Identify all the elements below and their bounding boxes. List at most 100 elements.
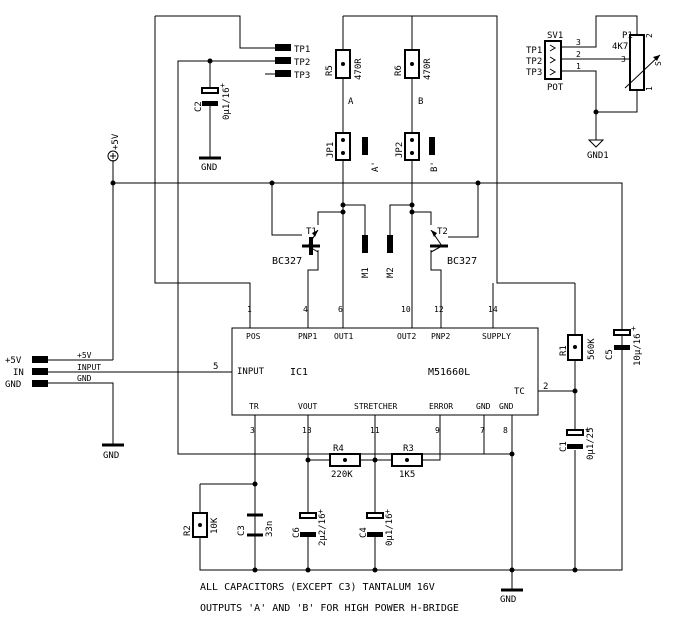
p1-pin-1: 1 bbox=[645, 86, 654, 91]
wire-label-input: INPUT bbox=[77, 363, 101, 372]
junctions bbox=[110, 58, 599, 573]
ic1-pin-tr: TR bbox=[249, 402, 259, 411]
c3-ref: C3 bbox=[237, 525, 247, 536]
r3: R3 1K5 bbox=[391, 444, 423, 480]
tp-header: TP1 TP2 TP3 bbox=[275, 44, 310, 81]
c1-plate bbox=[566, 429, 584, 436]
connector-pin-5v bbox=[32, 356, 48, 363]
ic1: IC1 M51660L INPUT 5 TC 2 POS PNP1 OUT1 O… bbox=[200, 300, 548, 435]
r4: R4 220K bbox=[329, 444, 361, 480]
junction-dot bbox=[110, 180, 116, 186]
junction-dot bbox=[340, 202, 346, 208]
junction-dot bbox=[409, 209, 415, 215]
junction-dot bbox=[572, 567, 578, 573]
supply-terminal bbox=[107, 150, 119, 162]
c5: + C5 10µ/16 bbox=[605, 324, 643, 366]
r3-ref: R3 bbox=[403, 444, 414, 454]
ic1-ref: IC1 bbox=[290, 367, 308, 378]
c5-ref: C5 bbox=[605, 349, 615, 360]
ic1-part: M51660L bbox=[428, 367, 470, 378]
junction-dot bbox=[252, 567, 258, 573]
junction-dot bbox=[509, 451, 515, 457]
c5-plus: + bbox=[631, 324, 636, 333]
ic1-pin-gnd-a: GND bbox=[476, 402, 491, 411]
gnd-label: GND bbox=[103, 451, 119, 461]
c4-plus: + bbox=[385, 507, 390, 516]
p1: P1 4K7 2 3 1 S bbox=[612, 31, 663, 91]
wire-label-gnd: GND bbox=[77, 374, 92, 383]
c1-value: 0µ1/25 bbox=[586, 427, 596, 460]
c6: + C6 2µ2/16 bbox=[292, 507, 328, 546]
jp2-body bbox=[404, 132, 420, 161]
junction-dot bbox=[572, 388, 578, 394]
connector-pin-in bbox=[32, 368, 48, 375]
ic1-pin-supply: SUPPLY bbox=[482, 332, 511, 341]
sv1-tp2-label: TP2 bbox=[526, 57, 542, 67]
supply: +5V bbox=[107, 133, 121, 162]
jp1-body bbox=[335, 132, 351, 161]
p1-body bbox=[629, 34, 645, 91]
c2-plate-neg bbox=[202, 101, 218, 106]
ic1-pin-out1: OUT1 bbox=[334, 332, 353, 341]
junction-dot bbox=[340, 209, 346, 215]
c1-plate-neg bbox=[567, 444, 583, 449]
supply-label: +5V bbox=[111, 133, 121, 150]
note-outputs: OUTPUTS 'A' AND 'B' FOR HIGH POWER H-BRI… bbox=[200, 603, 459, 614]
junction-dot bbox=[409, 202, 415, 208]
c5-plate-neg bbox=[614, 345, 630, 350]
note-capacitors: ALL CAPACITORS (EXCEPT C3) TANTALUM 16V bbox=[200, 582, 435, 593]
sv1-pin-2: 2 bbox=[576, 50, 581, 59]
junction-dot bbox=[593, 109, 599, 115]
junction-dot bbox=[372, 457, 378, 463]
r4-value: 220K bbox=[331, 470, 353, 480]
c2-ref: C2 bbox=[194, 101, 204, 112]
gnd-symbols: GND GND GND GND1 bbox=[102, 139, 609, 605]
c4-plate bbox=[366, 512, 384, 519]
m1-label: M1 bbox=[361, 267, 371, 278]
r3-value: 1K5 bbox=[399, 470, 415, 480]
c4-value: 0µ1/16 bbox=[385, 513, 395, 546]
tp3-pin bbox=[275, 70, 291, 77]
t1: T1 BC327 bbox=[272, 227, 320, 267]
ic1-pin-tc-label: TC bbox=[514, 387, 525, 397]
tp2-pin bbox=[275, 57, 291, 64]
tp1-label: TP1 bbox=[294, 45, 310, 55]
ic1-pin-pnp2: PNP2 bbox=[431, 332, 450, 341]
ic1-pin-input-num: 5 bbox=[213, 362, 218, 372]
gnd-label: GND bbox=[500, 595, 516, 605]
ic1-pin-out2: OUT2 bbox=[397, 332, 416, 341]
sv1-pin-1: 1 bbox=[576, 62, 581, 71]
ic1-pin-num-9: 9 bbox=[435, 426, 440, 435]
c4: + C4 0µ1/16 bbox=[359, 507, 395, 546]
jp1: JP1 A' bbox=[326, 132, 381, 172]
r5-value: 470R bbox=[354, 58, 364, 80]
r1-value: 560K bbox=[587, 338, 597, 360]
ic1-pin-num-10: 10 bbox=[401, 305, 411, 314]
r2-ref: R2 bbox=[183, 525, 193, 536]
c5-plate bbox=[613, 329, 631, 336]
c3-plates bbox=[247, 513, 263, 537]
junction-dot bbox=[269, 180, 275, 186]
ic1-pin-num-3: 3 bbox=[250, 426, 255, 435]
gnd1-symbol bbox=[587, 139, 605, 148]
c3: C3 33n bbox=[237, 513, 275, 537]
c4-plate-neg bbox=[367, 532, 383, 537]
jp1-output-pin bbox=[362, 137, 368, 155]
p1-pin-2: 2 bbox=[645, 33, 654, 38]
sv1: SV1 POT TP1 TP2 TP3 3 2 1 bbox=[526, 31, 581, 93]
c2: + C2 0µ1/16 bbox=[194, 81, 232, 120]
junction-dot bbox=[252, 481, 258, 487]
c5-value: 10µ/16 bbox=[633, 333, 643, 366]
ic1-pin-vout: VOUT bbox=[298, 402, 317, 411]
net-b-label: B bbox=[418, 97, 423, 107]
c6-ref: C6 bbox=[292, 527, 302, 538]
t2: T2 BC327 bbox=[430, 227, 477, 267]
sv1-pin-3: 3 bbox=[576, 38, 581, 47]
c6-plate bbox=[299, 512, 317, 519]
tp3-label: TP3 bbox=[294, 71, 310, 81]
junction-dot bbox=[509, 567, 515, 573]
tp2-label: TP2 bbox=[294, 58, 310, 68]
m2-pin bbox=[387, 235, 393, 253]
r4-ref: R4 bbox=[333, 444, 344, 454]
